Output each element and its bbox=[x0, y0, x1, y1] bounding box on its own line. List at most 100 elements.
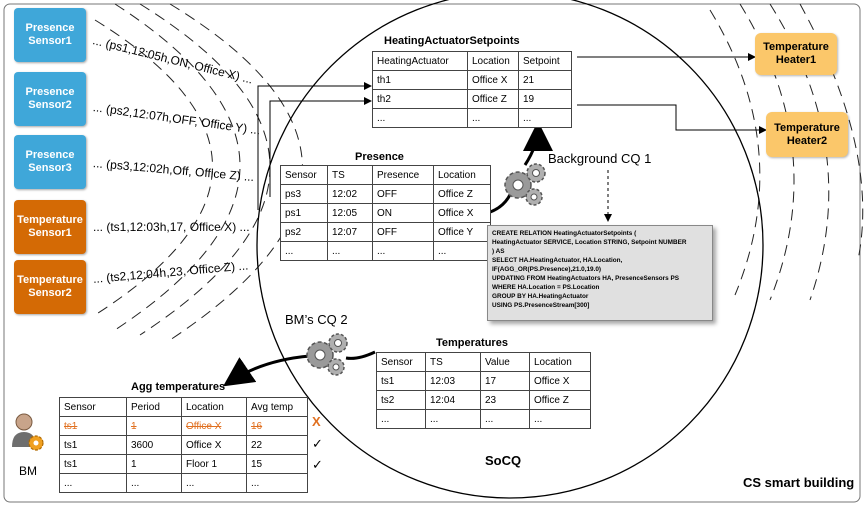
table-cell: ts1 bbox=[59, 435, 127, 455]
cq1-to-setpoints-arrow bbox=[522, 121, 553, 166]
gear-icon bbox=[504, 163, 546, 206]
table-cell: ... bbox=[280, 241, 328, 261]
sql-line: USING PS.PresenceStream[300] bbox=[492, 302, 590, 309]
column-header: Period bbox=[126, 397, 182, 417]
table-cell: Office Z bbox=[529, 390, 591, 410]
table-cell: Office X bbox=[181, 435, 247, 455]
presence-sensor-3: Presence Sensor3 bbox=[14, 135, 86, 189]
sql-line: CREATE RELATION HeatingActuatorSetpoints… bbox=[492, 230, 637, 237]
temperature-heater-1: Temperature Heater1 bbox=[755, 33, 837, 75]
sql-line: UPDATING FROM HeatingActuators HA, Prese… bbox=[492, 275, 680, 282]
table-cell: 1 bbox=[126, 454, 182, 474]
column-header: Location bbox=[529, 352, 591, 372]
sql-line: GROUP BY HA.HeatingActuator bbox=[492, 293, 589, 300]
stream-ts1: ... (ts1,12:03h,17, Office X) ... bbox=[93, 220, 250, 234]
socq-circle bbox=[256, 0, 764, 499]
table-cell: 12:07 bbox=[327, 222, 373, 242]
column-header: Setpoint bbox=[518, 51, 572, 71]
column-header: Presence bbox=[372, 165, 434, 185]
presence-title: Presence bbox=[355, 151, 404, 163]
background-cq-label: Background CQ 1 bbox=[548, 151, 652, 166]
presence-sensor-1: Presence Sensor1 bbox=[14, 8, 86, 62]
table-cell: Floor 1 bbox=[181, 454, 247, 474]
table-cell: th1 bbox=[372, 70, 468, 90]
table-cell: ... bbox=[59, 473, 127, 493]
table-cell: Office X bbox=[181, 416, 247, 436]
table-cell: 22 bbox=[246, 435, 308, 455]
temperature-heater-2: Temperature Heater2 bbox=[766, 112, 848, 157]
table-row: ............ bbox=[59, 473, 308, 493]
table-cell: 12:04 bbox=[425, 390, 481, 410]
table-cell: Office X bbox=[467, 70, 519, 90]
column-header: Location bbox=[433, 165, 491, 185]
temps-to-cq2-arrow bbox=[345, 350, 376, 360]
sql-query-box: CREATE RELATION HeatingActuatorSetpoints… bbox=[487, 225, 713, 321]
table-cell: OFF bbox=[372, 184, 434, 204]
table-cell: ... bbox=[126, 473, 182, 493]
table-cell: ps3 bbox=[280, 184, 328, 204]
table-cell: ... bbox=[433, 241, 491, 261]
table-cell: th2 bbox=[372, 89, 468, 109]
temperature-sensor-1: Temperature Sensor1 bbox=[14, 200, 86, 254]
table-cell: ... bbox=[372, 241, 434, 261]
column-header: Sensor bbox=[280, 165, 328, 185]
table-cell: OFF bbox=[372, 222, 434, 242]
table-row: ......... bbox=[372, 108, 572, 128]
column-header: Avg temp bbox=[246, 397, 308, 417]
bm-cq-label: BM’s CQ 2 bbox=[285, 312, 348, 327]
agg-title: Agg temperatures bbox=[131, 381, 226, 393]
connection-lines bbox=[257, 53, 767, 210]
table-cell: 15 bbox=[246, 454, 308, 474]
table-cell: 3600 bbox=[126, 435, 182, 455]
table-cell: 12:03 bbox=[425, 371, 481, 391]
column-header: Sensor bbox=[59, 397, 127, 417]
table-cell: ts1 bbox=[59, 416, 127, 436]
table-cell: ON bbox=[372, 203, 434, 223]
presence-sensor-2: Presence Sensor2 bbox=[14, 72, 86, 126]
table-cell: 19 bbox=[518, 89, 572, 109]
column-header: TS bbox=[327, 165, 373, 185]
table-cell: 23 bbox=[480, 390, 530, 410]
check-mark: ✓ bbox=[312, 457, 323, 472]
column-header: HeatingActuator bbox=[372, 51, 468, 71]
table-cell: ... bbox=[372, 108, 468, 128]
table-cell: 21 bbox=[518, 70, 572, 90]
table-row: ............ bbox=[280, 241, 491, 261]
table-cell: ts1 bbox=[59, 454, 127, 474]
table-cell: 1 bbox=[126, 416, 182, 436]
temperatures-title: Temperatures bbox=[436, 337, 508, 349]
table-cell: ... bbox=[246, 473, 308, 493]
table-cell: ... bbox=[518, 108, 572, 128]
table-cell: Office Z bbox=[467, 89, 519, 109]
gear-icon bbox=[306, 333, 348, 376]
table-cell: 12:02 bbox=[327, 184, 373, 204]
table-cell: Office Z bbox=[433, 184, 491, 204]
building-label: CS smart building bbox=[743, 475, 855, 490]
column-header: Value bbox=[480, 352, 530, 372]
bm-label: BM bbox=[19, 464, 37, 478]
table-cell: ps2 bbox=[280, 222, 328, 242]
table-cell: ... bbox=[181, 473, 247, 493]
table-cell: Office Y bbox=[433, 222, 491, 242]
table-cell: ... bbox=[425, 409, 481, 429]
table-cell: ... bbox=[529, 409, 591, 429]
column-header: Location bbox=[467, 51, 519, 71]
table-cell: ... bbox=[327, 241, 373, 261]
sql-line: ) AS bbox=[492, 248, 505, 255]
table-cell: ts1 bbox=[376, 371, 426, 391]
sql-line: HeatingActuator SERVICE, Location STRING… bbox=[492, 239, 687, 246]
column-header: Sensor bbox=[376, 352, 426, 372]
reject-mark: X bbox=[312, 414, 321, 429]
table-cell: ... bbox=[467, 108, 519, 128]
